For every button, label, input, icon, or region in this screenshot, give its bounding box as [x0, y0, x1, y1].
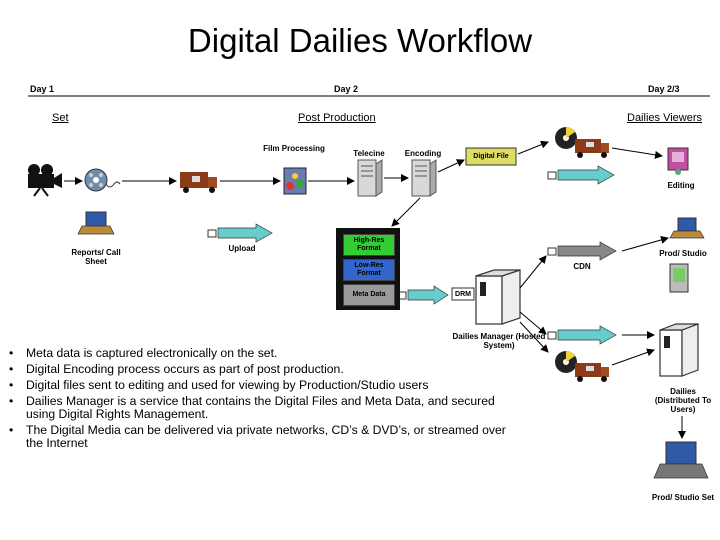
pipe-arrow-editing [547, 165, 615, 185]
pipe-arrow-dailies [547, 325, 617, 345]
bullet-item: Meta data is captured electronically on … [9, 347, 518, 361]
laptop-icon [669, 217, 705, 239]
phase-set: Set [52, 112, 69, 124]
editing-icon [667, 147, 689, 175]
dailies-manager-label: Dailies Manager (Hosted System) [452, 332, 546, 350]
film-reel-icon [84, 168, 121, 192]
phase-dailies-viewers: Dailies Viewers [627, 112, 702, 124]
meta-data-box: Meta Data [343, 284, 395, 306]
delivery-truck-icon [575, 363, 609, 382]
bullet-item: The Digital Media can be delivered via p… [9, 424, 518, 450]
pipe-arrow-meta [397, 285, 449, 305]
encoding-label: Encoding [404, 149, 442, 158]
bullet-item: Digital Encoding process occurs as part … [9, 363, 518, 377]
day-2-label: Day 2 [334, 84, 359, 94]
upload-label: Upload [228, 244, 256, 253]
delivery-truck-icon [180, 172, 217, 193]
cd-disc-icon [555, 351, 577, 373]
prod-studio-set-label: Prod/ Studio Set [651, 493, 715, 502]
prod-studio-label: Prod/ Studio [659, 249, 707, 258]
cdn-label: CDN [573, 262, 591, 271]
low-res-format-box: Low-Res Format [343, 259, 395, 281]
pda-icon [669, 263, 689, 293]
telecine-server-icon [357, 159, 383, 197]
high-res-format-box: High-Res Format [343, 234, 395, 256]
day-1-label: Day 1 [30, 84, 55, 94]
reports-label: Reports/ Call Sheet [71, 248, 121, 266]
laptop-icon [77, 211, 115, 235]
pipe-arrow-cdn [547, 241, 617, 261]
drm-box [451, 287, 475, 301]
pipe-arrow-upload [207, 223, 273, 243]
laptop-icon [653, 441, 709, 479]
cd-disc-icon [555, 127, 577, 149]
encoding-server-icon [411, 159, 437, 197]
delivery-truck-icon [575, 139, 609, 158]
digital-file-box [465, 147, 517, 166]
bullet-list: Meta data is captured electronically on … [8, 347, 518, 453]
telecine-label: Telecine [353, 149, 385, 158]
bullet-item: Digital files sent to editing and used f… [9, 379, 518, 393]
dailies-label: Dailies (Distributed To Users) [654, 387, 712, 414]
film-processing-label: Film Processing [263, 144, 325, 153]
camera-icon [28, 164, 62, 197]
film-processing-icon [283, 167, 307, 195]
dailies-manager-server-icon [475, 269, 521, 325]
bullet-item: Dailies Manager is a service that contai… [9, 395, 518, 421]
editing-label: Editing [667, 181, 695, 190]
day-2-3-label: Day 2/3 [648, 84, 680, 94]
drm-label: DRM [455, 291, 471, 298]
dailies-server-icon [659, 323, 699, 377]
page-title: Digital Dailies Workflow [187, 22, 533, 59]
digital-file-label: Digital File [473, 153, 509, 160]
phase-post-production: Post Production [298, 112, 376, 124]
